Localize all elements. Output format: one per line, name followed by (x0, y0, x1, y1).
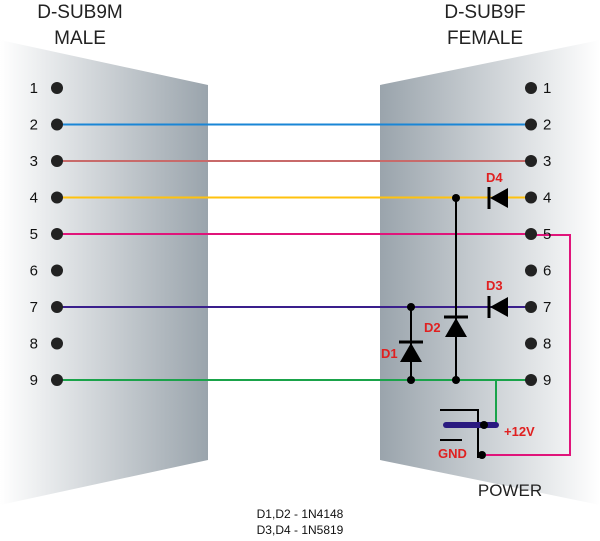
female-pin-4 (525, 191, 537, 204)
male-pin-7 (51, 301, 63, 313)
diode-d4 (487, 187, 508, 209)
d2-label: D2 (424, 320, 441, 335)
female-subtitle: FEMALE (447, 28, 523, 49)
male-pin-number-2: 2 (30, 117, 38, 134)
d4-label: D4 (486, 170, 503, 185)
female-pin-9 (525, 374, 537, 386)
male-pin-number-8: 8 (30, 336, 38, 353)
male-pin-6 (51, 264, 63, 277)
male-pin-9 (51, 374, 63, 386)
junction-d4 (452, 194, 460, 202)
female-pin-number-4: 4 (543, 190, 551, 207)
female-pin-5 (525, 228, 537, 240)
male-pin-8 (51, 337, 63, 350)
female-pins: 1 2 3 4 5 6 7 8 9 (525, 80, 551, 389)
female-pin-8 (525, 337, 537, 350)
female-pin-6 (525, 264, 537, 277)
gnd-label: GND (438, 446, 467, 461)
female-pin-number-8: 8 (543, 336, 551, 353)
d3-label: D3 (486, 278, 503, 293)
male-pins: 1 2 3 4 5 6 7 8 9 (30, 80, 63, 389)
male-pin-5 (51, 228, 63, 240)
d1-label: D1 (381, 346, 398, 361)
female-pin-number-7: 7 (543, 299, 551, 316)
male-title: D-SUB9M (37, 2, 123, 23)
female-pin-number-2: 2 (543, 117, 551, 134)
female-pin-number-6: 6 (543, 263, 551, 280)
wires (57, 123, 531, 381)
female-pin-number-3: 3 (543, 153, 551, 170)
diode-d3 (487, 296, 508, 318)
diode-d2 (444, 315, 468, 337)
gnd-wire (486, 234, 571, 456)
female-pin-3 (525, 155, 537, 167)
male-pin-number-3: 3 (30, 153, 38, 170)
male-pin-number-5: 5 (30, 226, 38, 243)
male-pin-2 (51, 118, 63, 131)
plus12-label: +12V (504, 424, 535, 439)
male-pin-number-6: 6 (30, 263, 38, 280)
male-pin-number-4: 4 (30, 190, 38, 207)
junction-d3 (407, 303, 415, 311)
male-pin-number-7: 7 (30, 299, 38, 316)
male-pin-1 (51, 82, 63, 94)
male-pin-3 (51, 155, 63, 167)
female-connector-body (380, 40, 600, 505)
female-pin-number-9: 9 (543, 372, 551, 389)
female-pin-7 (525, 301, 537, 313)
male-subtitle: MALE (54, 28, 106, 49)
female-pin-number-1: 1 (543, 80, 551, 97)
power-label: POWER (478, 481, 542, 500)
note-line2: D3,D4 - 1N5819 (257, 523, 344, 537)
note-line1: D1,D2 - 1N4148 (257, 507, 344, 521)
female-pin-1 (525, 82, 537, 94)
male-connector-body (0, 40, 208, 505)
diode-d1 (399, 340, 423, 362)
male-pin-number-1: 1 (30, 80, 38, 97)
male-pin-4 (51, 191, 63, 204)
male-pin-number-9: 9 (30, 372, 38, 389)
female-title: D-SUB9F (444, 2, 525, 23)
female-pin-2 (525, 118, 537, 131)
junction-9b (452, 376, 460, 384)
junction-9a (407, 376, 415, 384)
female-pin-number-5: 5 (543, 226, 551, 243)
power-jack (440, 409, 499, 459)
